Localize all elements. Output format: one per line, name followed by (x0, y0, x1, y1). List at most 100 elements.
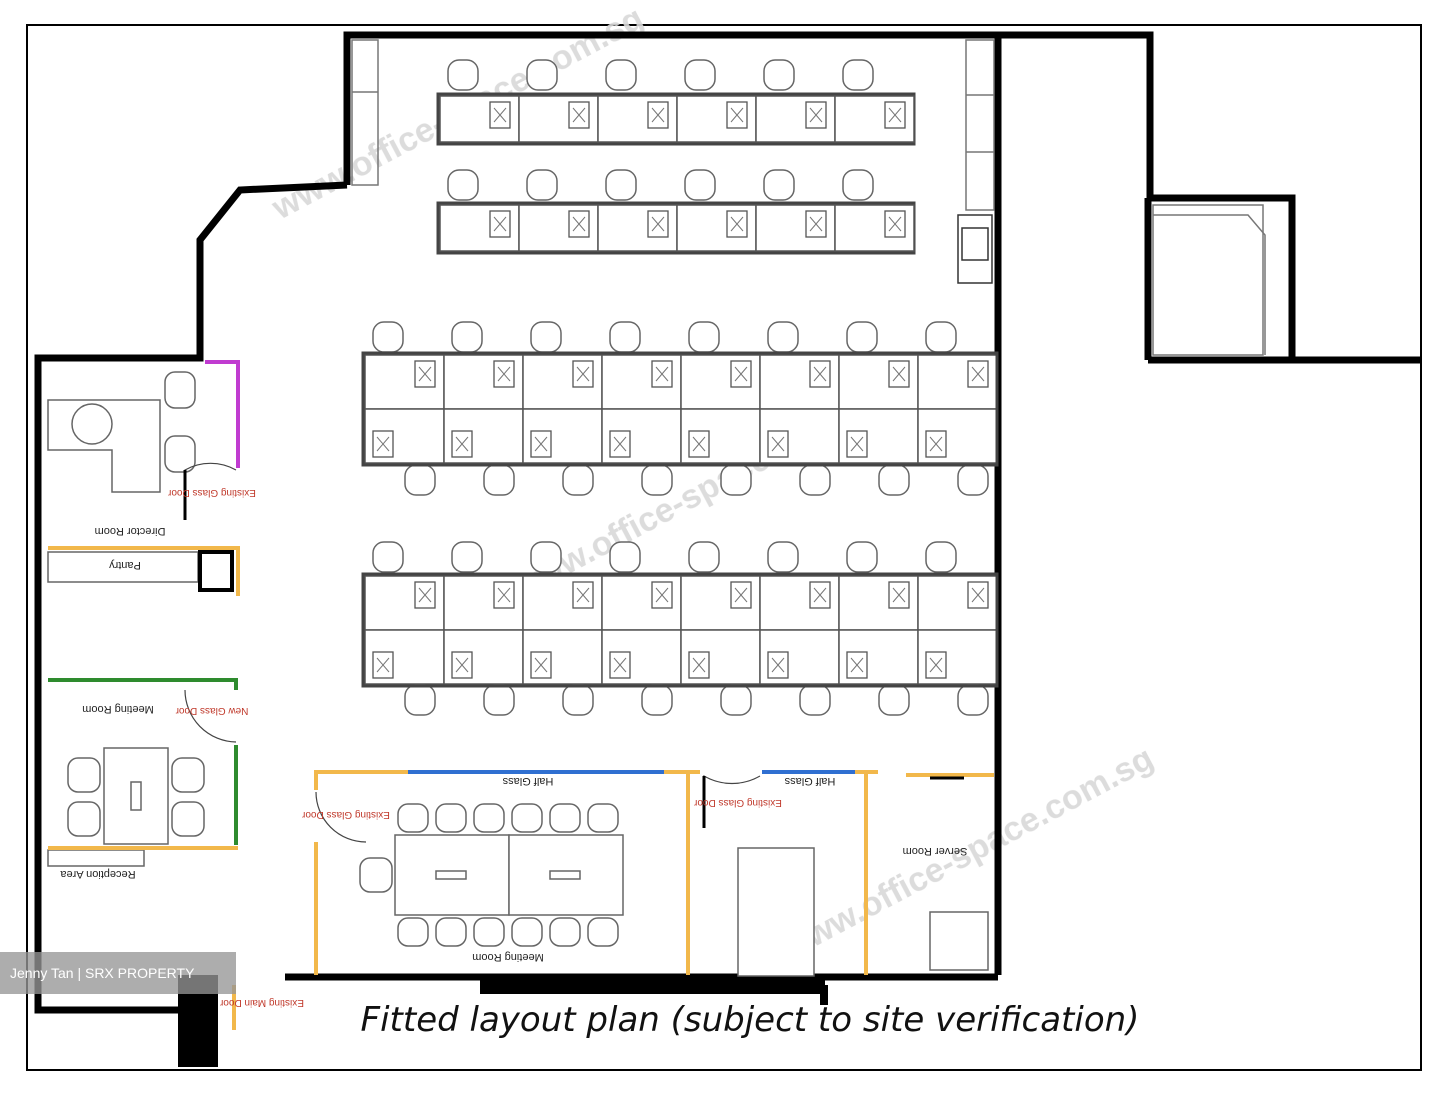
label-director-room: Director Room (95, 525, 166, 537)
label-half-glass-1: Half Glass (502, 775, 553, 787)
copier-tray (961, 227, 989, 261)
computer-icon-mark (651, 107, 665, 123)
computer-icon-mark (576, 587, 590, 603)
chair (925, 321, 957, 353)
table-inlay-right (549, 870, 581, 880)
chair (720, 684, 752, 716)
chair (767, 321, 799, 353)
annex-inner-wall (1153, 214, 1266, 355)
chair (473, 917, 505, 947)
chair (763, 169, 795, 201)
chair (473, 803, 505, 833)
chair (688, 541, 720, 573)
chair (799, 464, 831, 496)
sm-chair-1 (67, 757, 101, 793)
chair (483, 684, 515, 716)
computer-icon-mark (497, 366, 511, 382)
label-existing-glass-door-3: Existing Glass Door (693, 797, 781, 808)
computer-icon-mark (376, 657, 390, 673)
chair (957, 464, 989, 496)
sm-chair-4 (171, 801, 205, 837)
chair (587, 917, 619, 947)
chair (404, 684, 436, 716)
chair (511, 803, 543, 833)
computer-icon-mark (850, 436, 864, 452)
pantry-fridge (198, 550, 234, 592)
chair (530, 541, 562, 573)
chair (878, 464, 910, 496)
chair (372, 321, 404, 353)
director-guest-chair-1 (164, 371, 196, 409)
label-existing-main-door: Existing Main Door (219, 997, 304, 1008)
walls (34, 31, 1420, 1014)
computer-icon-mark (971, 366, 985, 382)
door-swing-meeting-small (184, 689, 237, 743)
chair (641, 464, 673, 496)
computer-icon-mark (692, 436, 706, 452)
chair (842, 59, 874, 91)
window-top-right (965, 39, 995, 211)
computer-icon-mark (455, 436, 469, 452)
computer-icon-mark (971, 587, 985, 603)
door-swing-large-meeting (315, 791, 367, 843)
chair (447, 169, 479, 201)
computer-icon-mark (771, 657, 785, 673)
back-rooms-furniture (737, 847, 989, 977)
chair (451, 321, 483, 353)
chair (372, 541, 404, 573)
door-labels: Existing Glass Door New Glass Door Exist… (167, 487, 781, 1008)
computer-icon-mark (418, 587, 432, 603)
chair (562, 684, 594, 716)
computer-icon-mark (892, 366, 906, 382)
chair (684, 169, 716, 201)
computer-icon-mark (734, 587, 748, 603)
chair (549, 917, 581, 947)
computer-icon-mark (418, 366, 432, 382)
computer-icon-mark (534, 657, 548, 673)
chair (609, 541, 641, 573)
server-rack (929, 911, 989, 971)
chair (483, 464, 515, 496)
chair (842, 169, 874, 201)
computer-icon-mark (892, 587, 906, 603)
director-guest-chair-2 (164, 435, 196, 473)
partitions (48, 360, 994, 1030)
computer-icon-mark (850, 657, 864, 673)
copier (957, 214, 993, 284)
chair (435, 803, 467, 833)
small-meeting-table-inlay (130, 781, 142, 811)
computer-icon-mark (929, 657, 943, 673)
chair (846, 321, 878, 353)
label-reception-area: Reception Area (60, 868, 136, 880)
chair (684, 59, 716, 91)
credit-badge: Jenny Tan | SRX PROPERTY (0, 952, 236, 994)
desk-cluster (361, 572, 999, 688)
yellow-partition-meeting-top-l (314, 770, 408, 790)
chair (799, 684, 831, 716)
lm-chair-end (359, 857, 393, 893)
chair (549, 803, 581, 833)
computer-icon-mark (572, 216, 586, 232)
wall-bottom-thick (480, 976, 825, 994)
label-existing-glass-door-2: Existing Glass Door (301, 809, 389, 820)
computer-icon-mark (376, 436, 390, 452)
computer-icon-mark (455, 657, 469, 673)
yellow-partition-pantry (48, 546, 240, 596)
label-meeting-room-large: Meeting Room (472, 951, 544, 963)
windows (351, 39, 1266, 356)
chair (530, 321, 562, 353)
chair (605, 169, 637, 201)
computer-icon-mark (613, 657, 627, 673)
computer-icon-mark (888, 107, 902, 123)
manager-desk (737, 847, 815, 977)
chair (763, 59, 795, 91)
computer-icon-mark (534, 436, 548, 452)
chair (641, 684, 673, 716)
computer-icon-mark (497, 587, 511, 603)
chair (605, 59, 637, 91)
plan-caption: Fitted layout plan (subject to site veri… (360, 1000, 1140, 1040)
sm-chair-2 (67, 801, 101, 837)
computer-icon-mark (651, 216, 665, 232)
plan-frame (26, 24, 1422, 1071)
